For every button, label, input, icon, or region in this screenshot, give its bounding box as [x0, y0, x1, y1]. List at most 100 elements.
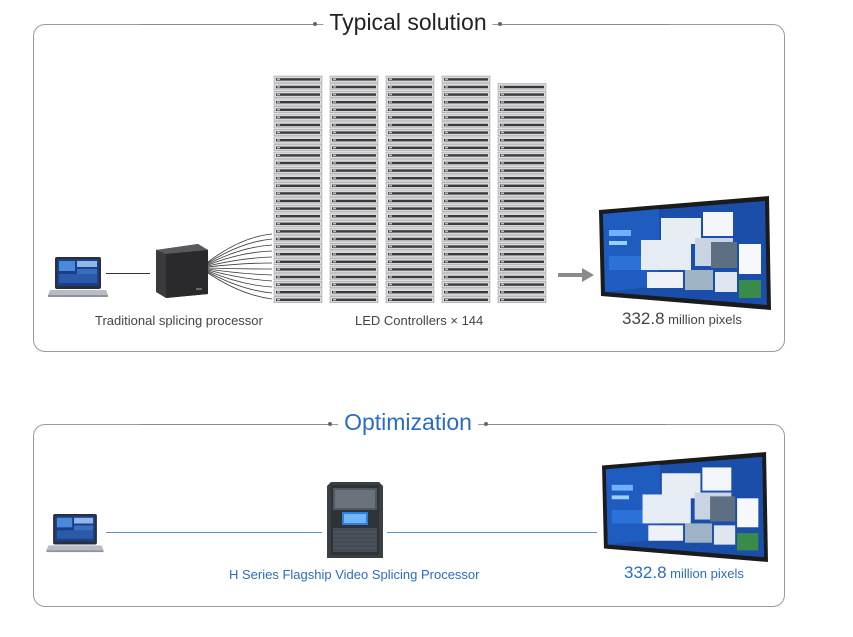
- led-controller-unit: [497, 166, 547, 174]
- led-controller-unit: [273, 75, 323, 83]
- optimization-title-dot-right: [484, 422, 488, 426]
- led-controller-unit: [497, 174, 547, 182]
- led-controller-unit: [497, 220, 547, 228]
- led-controllers-caption: LED Controllers × 144: [355, 313, 484, 328]
- led-controller-unit: [497, 136, 547, 144]
- led-controller-unit: [441, 159, 491, 167]
- led-controller-unit: [385, 258, 435, 266]
- led-controller-unit: [329, 280, 379, 288]
- led-controller-unit: [273, 174, 323, 182]
- laptop-to-h-series-line: [106, 532, 322, 533]
- traditional-processor-caption: Traditional splicing processor: [95, 313, 263, 328]
- led-controller-unit: [497, 159, 547, 167]
- led-controller-unit: [385, 189, 435, 197]
- optimization-title: Optimization: [338, 408, 478, 436]
- led-controller-unit: [497, 273, 547, 281]
- led-controller-unit: [329, 128, 379, 136]
- led-controller-unit: [329, 296, 379, 304]
- optimization-pixels: 332.8 million pixels: [624, 563, 744, 583]
- h-series-processor-icon: [327, 482, 383, 558]
- led-controller-unit: [497, 106, 547, 114]
- led-controller-unit: [273, 250, 323, 258]
- led-controller-unit: [273, 273, 323, 281]
- led-controller-unit: [497, 250, 547, 258]
- led-controller-unit: [273, 204, 323, 212]
- led-controller-unit: [497, 113, 547, 121]
- led-controller-unit: [497, 90, 547, 98]
- led-controller-unit: [441, 227, 491, 235]
- typical-solution-title: Typical solution: [323, 8, 493, 36]
- processor-icon: [156, 244, 208, 298]
- led-controller-unit: [497, 128, 547, 136]
- led-controller-unit: [329, 189, 379, 197]
- led-controller-unit: [273, 159, 323, 167]
- optimization-title-rule-left: [140, 424, 330, 425]
- led-controller-unit: [329, 113, 379, 121]
- led-controller-unit: [441, 121, 491, 129]
- led-controller-unit: [441, 90, 491, 98]
- led-controller-unit: [273, 227, 323, 235]
- led-controller-unit: [441, 166, 491, 174]
- led-controller-unit: [441, 113, 491, 121]
- led-controller-unit: [497, 197, 547, 205]
- led-controller-unit: [497, 204, 547, 212]
- typical-pixels-unit: million pixels: [668, 312, 742, 327]
- video-wall-icon: [599, 196, 771, 310]
- led-controller-unit: [273, 296, 323, 304]
- led-controller-unit: [329, 204, 379, 212]
- led-controller-unit: [497, 265, 547, 273]
- h-series-to-wall-line: [387, 532, 597, 533]
- led-controller-unit: [441, 136, 491, 144]
- led-controller-unit: [497, 280, 547, 288]
- led-controller-unit: [497, 182, 547, 190]
- led-controller-unit: [385, 151, 435, 159]
- laptop-icon: [46, 514, 104, 553]
- led-controller-unit: [441, 250, 491, 258]
- led-controller-unit: [273, 113, 323, 121]
- led-controller-unit: [273, 128, 323, 136]
- led-controller-unit: [385, 136, 435, 144]
- led-controller-unit: [441, 204, 491, 212]
- led-controller-unit: [385, 265, 435, 273]
- cable-fanout: [207, 233, 273, 300]
- led-controller-unit: [329, 90, 379, 98]
- led-controller-unit: [385, 242, 435, 250]
- led-controller-unit: [273, 197, 323, 205]
- led-controller-unit: [497, 189, 547, 197]
- led-controller-unit: [273, 98, 323, 106]
- typical-pixels: 332.8 million pixels: [622, 309, 742, 329]
- led-controller-unit: [441, 265, 491, 273]
- led-controller-unit: [329, 159, 379, 167]
- led-controller-unit: [497, 121, 547, 129]
- led-controller-unit: [497, 258, 547, 266]
- led-controller-unit: [329, 144, 379, 152]
- optimization-title-dot-left: [328, 422, 332, 426]
- led-controller-unit: [497, 98, 547, 106]
- led-controller-unit: [273, 182, 323, 190]
- led-controller-unit: [273, 265, 323, 273]
- led-controller-unit: [273, 242, 323, 250]
- led-controller-unit: [273, 280, 323, 288]
- typical-title-rule-left: [140, 24, 315, 25]
- led-controller-unit: [385, 113, 435, 121]
- arrow-right-icon: [558, 268, 594, 282]
- led-controller-unit: [273, 258, 323, 266]
- led-controller-unit: [441, 144, 491, 152]
- controller-rack-icon: [273, 75, 547, 304]
- led-controller-unit: [441, 220, 491, 228]
- led-controller-unit: [441, 128, 491, 136]
- led-controller-unit: [329, 75, 379, 83]
- led-controller-unit: [385, 75, 435, 83]
- led-controller-unit: [497, 235, 547, 243]
- optimization-title-rule-right: [486, 424, 666, 425]
- led-controller-unit: [441, 258, 491, 266]
- led-controller-unit: [441, 273, 491, 281]
- optimization-pixels-unit: million pixels: [670, 566, 744, 581]
- led-controller-unit: [329, 258, 379, 266]
- led-controller-unit: [441, 151, 491, 159]
- led-controller-unit: [329, 182, 379, 190]
- led-controller-unit: [385, 235, 435, 243]
- led-controller-unit: [385, 204, 435, 212]
- led-controller-unit: [273, 121, 323, 129]
- laptop-icon: [48, 257, 108, 297]
